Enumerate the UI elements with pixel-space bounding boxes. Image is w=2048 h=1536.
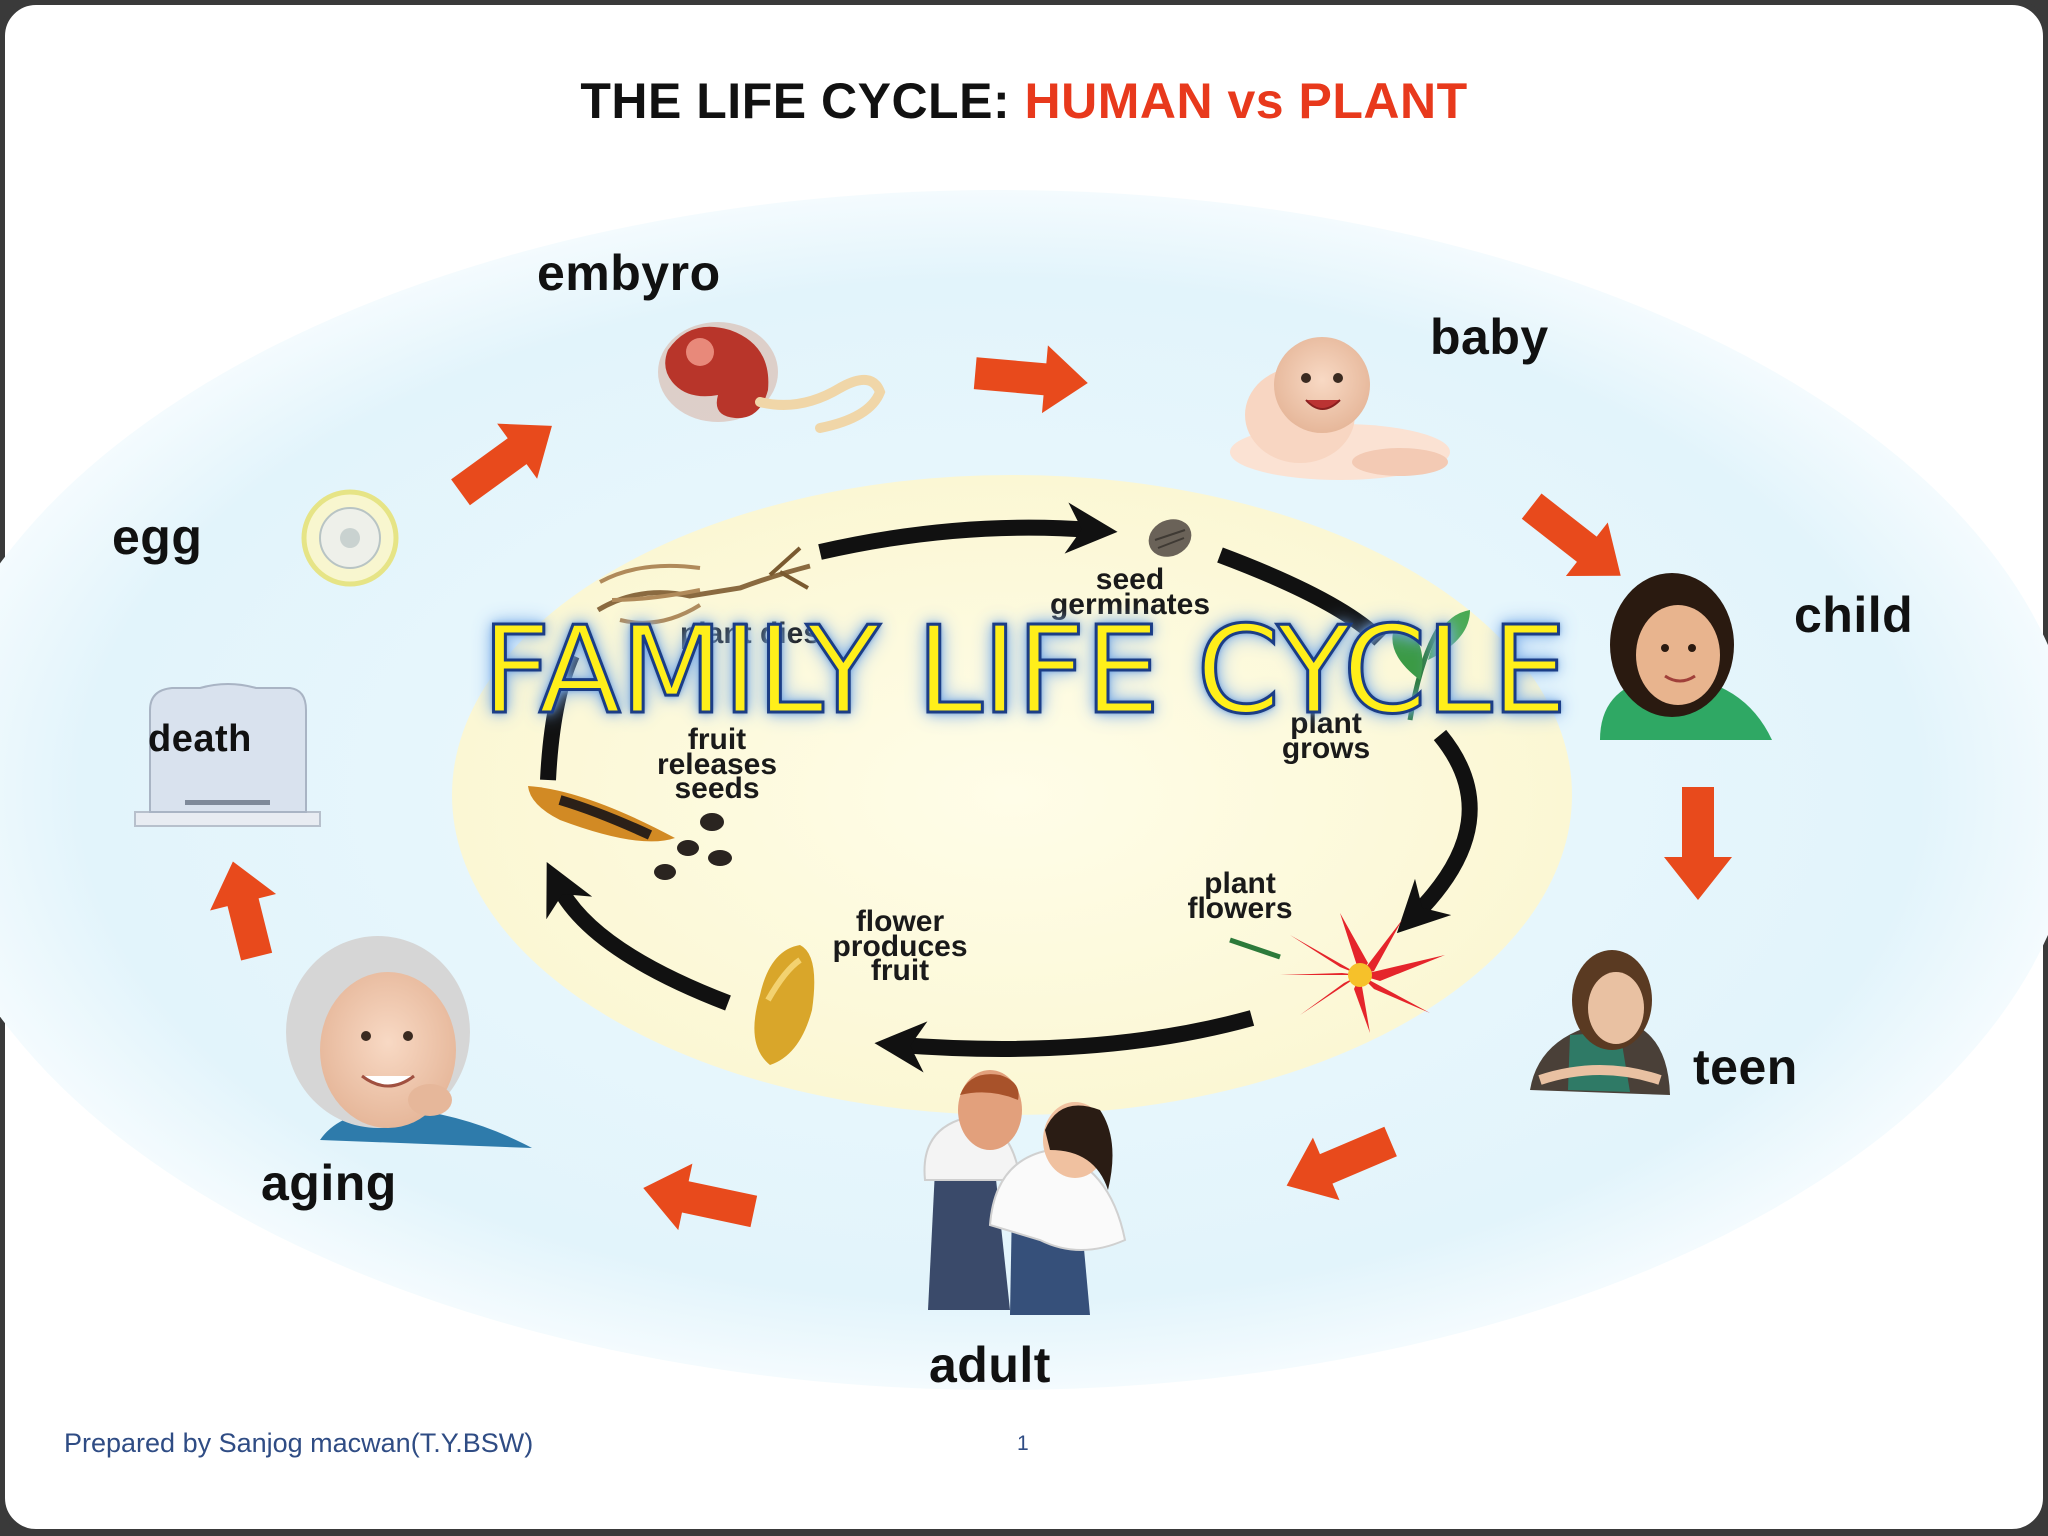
baby-icon — [1230, 337, 1450, 480]
egg-icon — [301, 489, 399, 587]
human-stage-label: embyro — [537, 245, 721, 301]
human-stage-label: death — [148, 718, 252, 760]
human-stage-label: adult — [929, 1337, 1051, 1393]
header-title-part2: HUMAN vs PLANT — [1024, 73, 1468, 129]
plant-arrow-left — [546, 862, 731, 1011]
arrow-teen-to-adult — [1286, 1126, 1397, 1201]
arrow-egg-to-embryo — [451, 423, 552, 506]
arrow-adult-to-aging — [643, 1163, 758, 1231]
plant-stage-label: fruit releases seeds — [656, 723, 778, 806]
arrow-aging-to-death — [210, 861, 277, 961]
child-icon — [1600, 573, 1772, 740]
plant-arrow-top — [818, 502, 1118, 560]
inner-cycle-field — [452, 475, 1572, 1115]
dead-plant-icon — [596, 546, 811, 625]
slide-number: 1 — [1017, 1432, 1029, 1455]
plant-stage-label: flower produces fruit — [832, 905, 968, 988]
seed-icon — [1148, 519, 1192, 557]
plant-stage-label: plant flowers — [1187, 867, 1293, 925]
arrow-baby-to-child — [1521, 493, 1621, 577]
plant-arrow-right — [1396, 729, 1478, 934]
human-stage-label: egg — [112, 509, 203, 565]
footer-author: Prepared by Sanjog macwan(T.Y.BSW) — [64, 1428, 534, 1458]
flower-icon — [1229, 913, 1445, 1033]
slide-header: THE LIFE CYCLE: HUMAN vs PLANT — [0, 72, 2048, 130]
sprout-icon — [1392, 610, 1470, 721]
plant-stage-label: plant grows — [1281, 707, 1371, 765]
arrow-child-to-teen — [1664, 787, 1732, 900]
aging-icon — [286, 936, 532, 1148]
human-stage-label: baby — [1430, 309, 1549, 365]
header-title-part1: THE LIFE CYCLE: — [580, 73, 1025, 129]
human-stage-label: child — [1794, 587, 1914, 643]
seed-pod-icon — [528, 786, 732, 880]
teen-icon — [1530, 950, 1670, 1095]
plant-arrow-bottom — [874, 1010, 1255, 1073]
embryo-icon — [658, 322, 886, 433]
plant-stage-label: plant dies — [679, 617, 821, 650]
fruit-icon — [754, 945, 815, 1065]
family-life-cycle-title: FAMILY LIFE CYCLE — [480, 601, 1569, 743]
plant-stage-label: seed germinates — [1049, 563, 1211, 621]
adult-couple-icon — [923, 1070, 1127, 1315]
plant-arrow-left-upper — [540, 651, 580, 781]
arrow-embryo-to-baby — [973, 345, 1088, 414]
human-stage-label: aging — [261, 1155, 397, 1211]
human-stage-label: teen — [1693, 1039, 1798, 1095]
plant-arrow-right-upper — [1217, 547, 1386, 646]
gravestone-icon — [134, 683, 321, 827]
